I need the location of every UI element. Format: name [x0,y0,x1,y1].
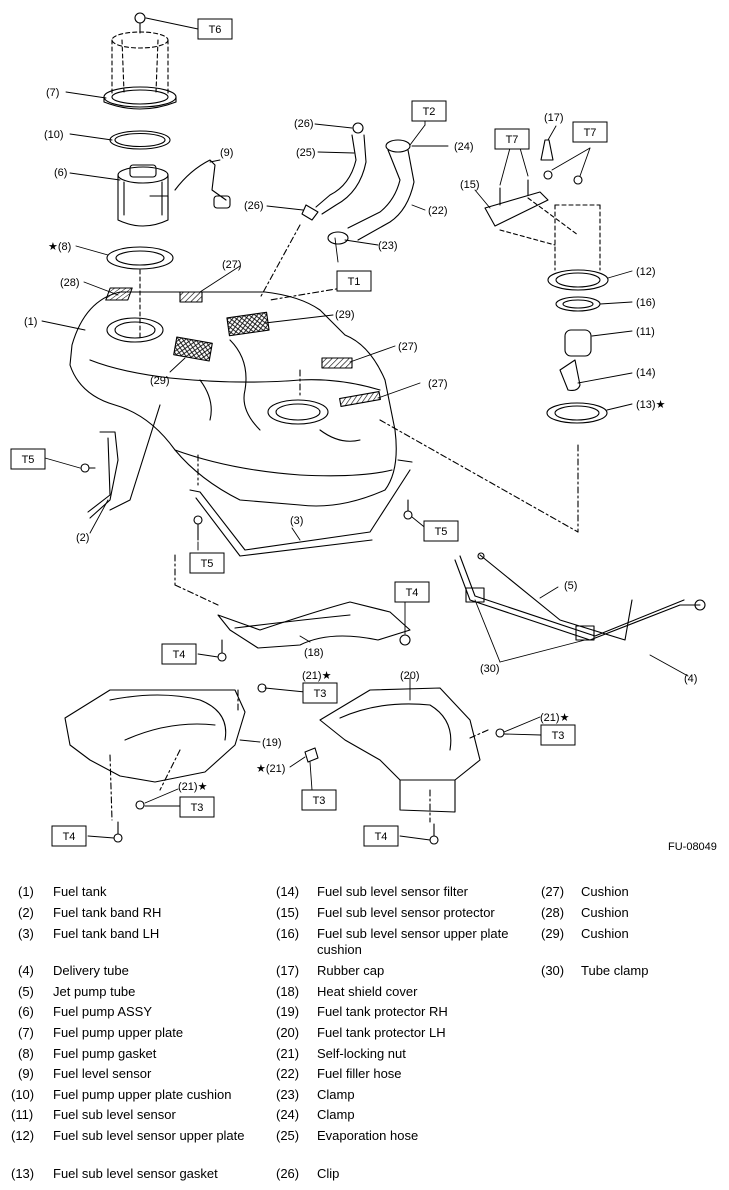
evaporation-hose-drawing [301,122,367,221]
torque-label-t4-left: T4 [161,643,197,665]
callout-26-lower: (26) [244,200,264,212]
callout-12: (12) [636,266,656,278]
torque-label-t1: T1 [336,270,372,292]
callout-5: (5) [564,580,577,592]
part-callouts: (7) (10) (9) (6) ★(8) (27) (28) (1) (29)… [24,87,697,793]
callout-22: (22) [428,205,448,217]
callout-2: (2) [76,532,89,544]
delivery-tube-drawing [454,552,706,641]
torque-label-t4-bottom-left: T4 [51,825,87,847]
torque-label-t2: T2 [411,100,447,122]
svg-text:T4: T4 [406,587,419,599]
callout-16: (16) [636,297,656,309]
callout-21-star-left: (21)★ [178,781,208,793]
svg-text:T4: T4 [63,831,76,843]
callout-25: (25) [296,147,316,159]
svg-text:T3: T3 [313,795,326,807]
callout-3: (3) [290,515,303,527]
fuel-tank-drawing [69,287,397,507]
callout-10: (10) [44,129,64,141]
callout-13-star: (13)★ [636,399,666,411]
fuel-filler-hose-drawing [327,139,415,245]
fuel-pump-upper-plate-drawing [103,12,177,110]
torque-label-t3-left: T3 [179,796,215,818]
fuel-sub-level-sensor-stack-drawing [484,139,609,424]
torque-labels: T6 T2 T7 T7 T1 T5 T5 T5 [10,18,608,847]
svg-text:T7: T7 [584,127,597,139]
exploded-parts-diagram: T6 T2 T7 T7 T1 T5 T5 T5 [10,12,706,847]
callout-27-left: (27) [222,259,242,271]
callout-11: (11) [636,326,655,338]
callout-19: (19) [262,737,282,749]
parts-legend: (1)Fuel tank (2)Fuel tank band RH (3)Fue… [11,884,649,1181]
fuel-tank-band-rh-drawing [87,404,161,519]
callout-27-right: (27) [428,378,448,390]
callout-15: (15) [460,179,480,191]
callout-4: (4) [684,673,697,685]
svg-text:T3: T3 [314,688,327,700]
svg-text:T4: T4 [375,831,388,843]
legend-item-16-continued: cushion [317,942,362,957]
callout-star-8: ★(8) [48,241,71,253]
callout-24: (24) [454,141,474,153]
torque-label-t5-right: T5 [423,520,459,542]
callout-21-star-right: (21)★ [540,712,570,724]
svg-text:T1: T1 [348,276,361,288]
callout-23: (23) [378,240,398,252]
torque-label-t7-right: T7 [572,121,608,143]
callout-29-left: (29) [150,375,170,387]
callout-17: (17) [544,112,564,124]
torque-label-t4-heatshield: T4 [394,581,430,603]
fuel-tank-band-lh-drawing [189,459,413,557]
torque-label-t7-left: T7 [494,128,530,150]
callout-26-top: (26) [294,118,314,130]
callout-30: (30) [480,663,500,675]
torque-label-t3-middle: T3 [301,789,337,811]
svg-text:T5: T5 [201,558,214,570]
leader-lines [41,17,689,841]
callout-21-star-top: (21)★ [302,670,332,682]
torque-label-t5-center: T5 [189,552,225,574]
callout-7: (7) [46,87,59,99]
callout-9: (9) [220,147,233,159]
fuel-pump-assy-drawing [117,159,231,227]
fuel-tank-protector-rh-drawing [64,689,246,783]
fuel-tank-protector-lh-drawing [319,687,481,813]
fuel-pump-upper-plate-cushion-drawing [109,130,171,150]
torque-label-t4-bottom-right: T4 [363,825,399,847]
callout-20: (20) [400,670,420,682]
svg-text:T3: T3 [552,730,565,742]
svg-text:T2: T2 [423,106,436,118]
torque-label-t6: T6 [197,18,233,40]
svg-text:T7: T7 [506,134,519,146]
callout-1: (1) [24,316,37,328]
svg-text:T4: T4 [173,649,186,661]
callout-27-middle: (27) [398,341,418,353]
heat-shield-cover-drawing [217,601,411,649]
figure-code: FU-08049 [668,841,717,853]
svg-text:T3: T3 [191,802,204,814]
fuel-pump-gasket-drawing [106,246,174,270]
callout-14: (14) [636,367,656,379]
svg-text:T5: T5 [22,454,35,466]
svg-text:T5: T5 [435,526,448,538]
callout-star-21-middle: ★(21) [256,763,285,775]
torque-label-t3-top: T3 [302,682,338,704]
callout-6: (6) [54,167,67,179]
callout-28: (28) [60,277,80,289]
bolt-icons [80,463,505,845]
callout-18: (18) [304,647,324,659]
svg-text:T6: T6 [209,24,222,36]
torque-label-t3-right: T3 [540,724,576,746]
callout-29-right: (29) [335,309,355,321]
torque-label-t5-left: T5 [10,448,46,470]
